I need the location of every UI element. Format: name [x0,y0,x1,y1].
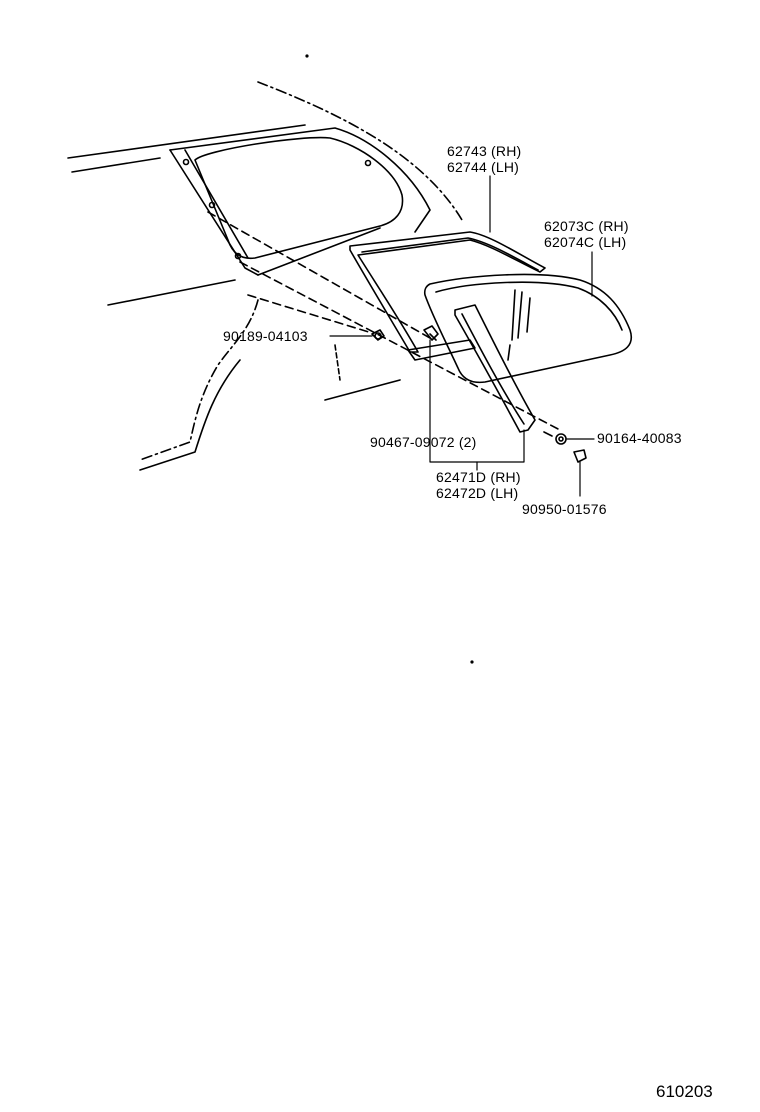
wheel-arch [139,299,259,461]
assembly-guide-1 [207,211,431,339]
part-number-90164-40083: 90164-40083 [597,430,682,446]
belt-line-inner [71,157,161,173]
nut-90950-icon [573,449,587,463]
part-number-62074c-lh: 62074C (LH) [544,234,627,250]
body-hole-4 [364,159,372,167]
upper-molding-lip [407,339,476,361]
part-number-62471d-rh: 62471D (RH) [436,469,521,485]
quarter-glass-edge [435,281,623,331]
glass-reflection-4 [507,344,511,361]
rocker-line [324,379,401,401]
quarter-glass [423,273,632,384]
hidden-line [334,344,341,381]
glass-reflection-3 [526,297,531,333]
lower-body-line [107,279,236,306]
glass-reflection-1 [511,289,516,341]
screw-90164-icon [543,431,567,445]
opening-bottom [257,227,381,276]
body-opening-inner [194,136,404,260]
wheel-arch-inner [139,359,241,471]
part-number-90950-01576: 90950-01576 [522,501,607,517]
pillar-line-2 [184,149,249,259]
pillar-line [169,149,259,276]
figure-number: 610203 [656,1082,713,1101]
belt-line [67,124,306,159]
speck-2 [470,660,474,664]
assembly-guide-2 [239,261,561,431]
part-number-90467-09072: 90467-09072 (2) [370,434,477,450]
roof-outline [257,81,463,221]
part-number-90189-04103: 90189-04103 [223,328,308,344]
upper-molding-inner [361,237,539,271]
body-hole-2 [208,201,216,209]
part-number-62472d-lh: 62472D (LH) [436,485,519,501]
part-number-62743-rh: 62743 (RH) [447,143,522,159]
body-opening-outer [169,127,431,233]
clip-90467-icon [423,325,439,341]
body-hole-1 [182,158,190,166]
glass-reflection-2 [517,291,523,339]
speck-1 [305,54,309,58]
part-number-62744-lh: 62744 (LH) [447,159,520,175]
pillar-cover [454,304,536,433]
assembly-guide-3 [247,294,373,334]
screw-90189-icon [371,329,385,341]
body-hole-3 [234,252,242,260]
part-number-62073c-rh: 62073C (RH) [544,218,629,234]
pillar-cover-inner [461,313,525,425]
upper-molding [349,231,546,353]
